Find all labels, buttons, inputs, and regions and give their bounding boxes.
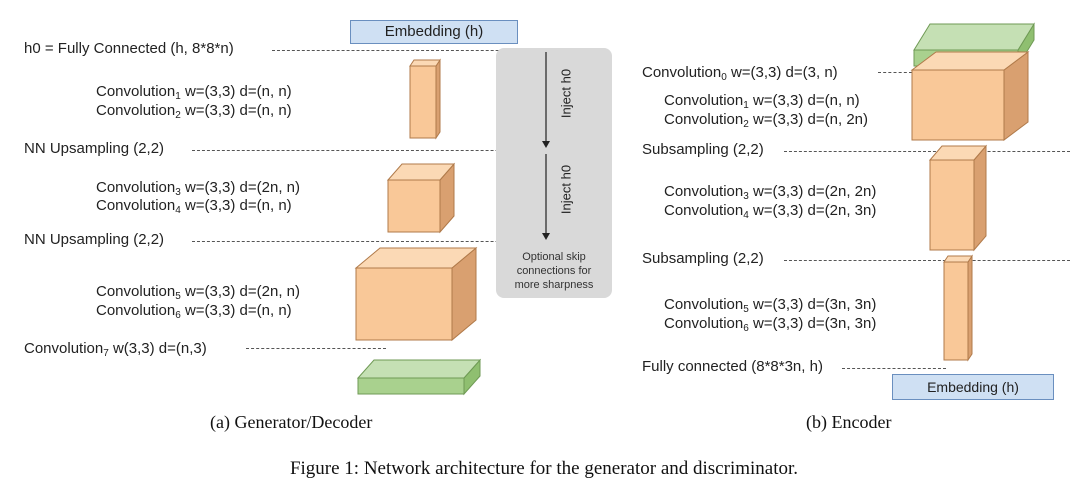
encoder-caption: (b) Encoder — [806, 412, 892, 432]
decoder-conv7-dash — [246, 348, 386, 349]
encoder-conv1-label: Convolution1 w=(3,3) d=(n, n) — [664, 92, 860, 111]
decoder-box3-top — [354, 247, 478, 269]
decoder-conv1-label: Convolution1 w=(3,3) d=(n, n) — [96, 83, 292, 102]
encoder-conv5-label: Convolution5 w=(3,3) d=(3n, 3n) — [664, 296, 877, 315]
encoder-subsample1-dash — [784, 151, 1070, 152]
encoder-box3-top — [943, 255, 973, 263]
decoder-embedding-box: Embedding (h) — [350, 20, 518, 44]
encoder-conv3-label: Convolution3 w=(3,3) d=(2n, 2n) — [664, 183, 877, 202]
encoder-box1-text: 32 x 32 x n — [923, 99, 993, 115]
decoder-box2-side — [439, 162, 455, 234]
encoder-conv2-label: Convolution2 w=(3,3) d=(n, 2n) — [664, 111, 869, 130]
encoder-subsample2-dash — [784, 260, 1070, 261]
decoder-caption: (a) Generator/Decoder — [210, 412, 373, 432]
decoder-conv2-label: Convolution2 w=(3,3) d=(n, n) — [96, 102, 292, 121]
decoder-conv5-label: Convolution5 w=(3,3) d=(2n, n) — [96, 283, 301, 302]
decoder-upsample1-label: NN Upsampling (2,2) — [24, 140, 165, 157]
decoder-conv6-label: Convolution6 w=(3,3) d=(n, n) — [96, 302, 292, 321]
decoder-upsample1-dash — [192, 150, 608, 151]
skip-connection-note: Optional skip connections for more sharp… — [514, 251, 594, 291]
decoder-h0-dash — [272, 50, 608, 51]
decoder-conv3-label: Convolution3 w=(3,3) d=(2n, n) — [96, 179, 301, 198]
decoder-box3-text: 32 x 32 x n — [371, 297, 441, 313]
encoder-embedding-box: Embedding (h) — [892, 374, 1054, 400]
encoder-box1-side — [1003, 51, 1029, 141]
decoder-h0-label: h0 = Fully Connected (h, 8*8*n) — [24, 40, 234, 57]
inject-h0-label-2: Inject h0 — [558, 164, 574, 215]
encoder-conv0-dash — [878, 72, 912, 73]
output-image-dims: 32 x 32 x 3 — [385, 380, 439, 392]
encoder-conv6-label: Convolution6 w=(3,3) d=(3n, 3n) — [664, 315, 877, 334]
encoder-subsample2-label: Subsampling (2,2) — [642, 250, 764, 267]
inject-h0-label-1: Inject h0 — [558, 68, 574, 119]
decoder-box1-top — [409, 59, 441, 67]
figure-caption: Figure 1: Network architecture for the g… — [289, 458, 799, 479]
decoder-conv7-label: Convolution7 w(3,3) d=(n,3) — [24, 340, 207, 359]
encoder-conv0-label: Convolution0 w=(3,3) d=(3, n) — [642, 64, 838, 83]
skip-connection-panel — [496, 48, 612, 298]
input-image-title: Input Image — [946, 26, 1010, 40]
decoder-upsample2-label: NN Upsampling (2,2) — [24, 231, 165, 248]
encoder-fc-label: Fully connected (8*8*3n, h) — [642, 358, 823, 375]
decoder-conv4-label: Convolution4 w=(3,3) d=(n, n) — [96, 197, 292, 216]
encoder-subsample1-label: Subsampling (2,2) — [642, 141, 764, 158]
encoder-conv4-label: Convolution4 w=(3,3) d=(2n, 3n) — [664, 202, 877, 221]
decoder-box3-side — [451, 246, 477, 342]
encoder-box2-side — [973, 144, 987, 252]
encoder-box3-side — [967, 254, 973, 362]
decoder-upsample2-dash — [192, 241, 608, 242]
encoder-box2-top — [928, 145, 988, 161]
output-image-title: Output Image — [386, 358, 460, 372]
input-image-dims: 32 x 32 x 3 — [939, 53, 993, 65]
encoder-fc-dash — [842, 368, 946, 369]
